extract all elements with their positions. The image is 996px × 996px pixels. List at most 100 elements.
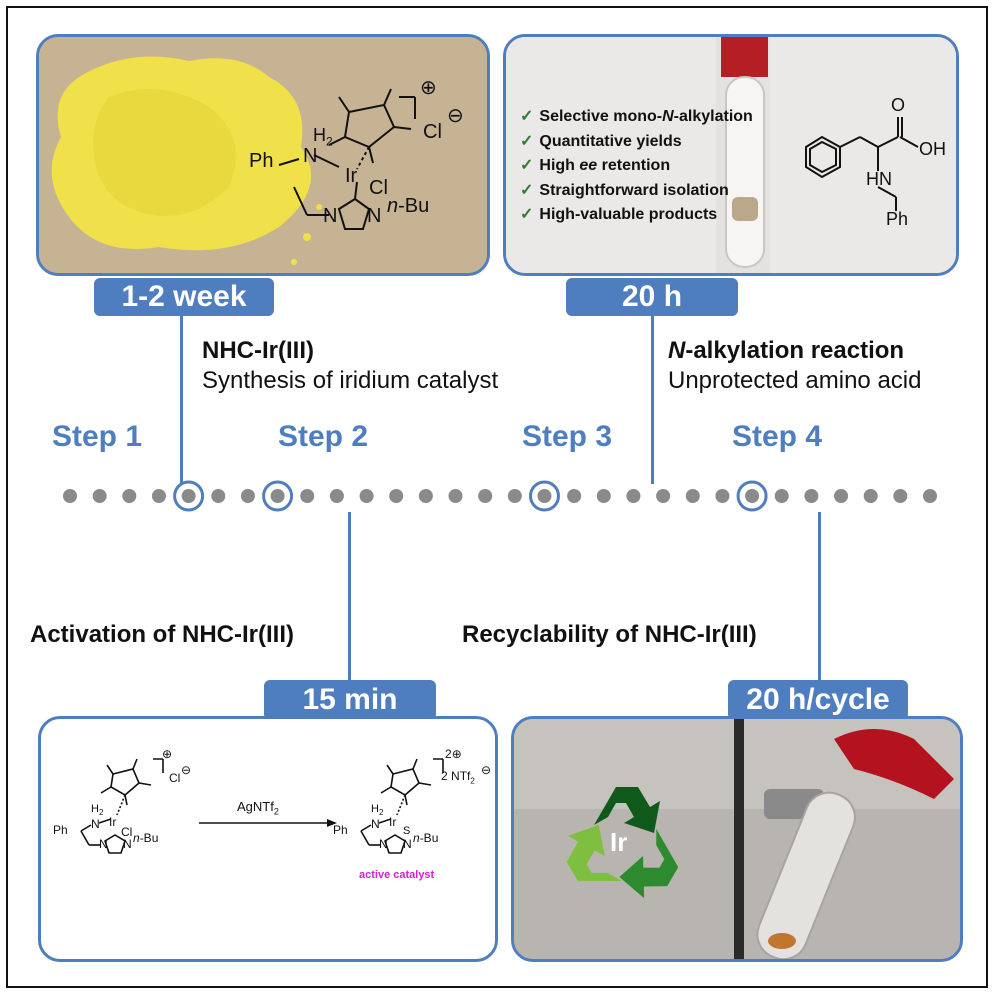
timeline-dot: [923, 489, 937, 503]
timeline-dot: [893, 489, 908, 503]
catalyst-photo: [39, 37, 487, 273]
timeline-dot: [478, 489, 493, 503]
iridium-label: Ir: [345, 165, 358, 187]
timeline-dot: [685, 489, 700, 503]
timeline-dot: [507, 489, 522, 503]
nbu-label: n-Bu: [387, 195, 430, 217]
activation-scheme: [80, 758, 444, 854]
ir-chloride-label: Cl: [369, 177, 388, 199]
timeline-dot: [92, 489, 107, 503]
amine-n-label: N: [303, 145, 318, 167]
step3-title: N-alkylation reaction: [668, 337, 905, 364]
right-ir: Ir: [389, 815, 397, 829]
benefit-item: ✓High ee retention: [520, 157, 671, 174]
connector-step3: [651, 316, 654, 484]
benefits-list: ✓Selective mono-N-alkylation ✓Quantitati…: [520, 105, 753, 228]
right-minus: ⊖: [481, 763, 492, 777]
left-n: N: [91, 817, 100, 831]
timeline-dot: [448, 489, 463, 503]
duration-badge-3: 15 min: [264, 680, 436, 720]
left-structure: [80, 758, 164, 854]
catalyst-photo-panel: ⊕ Cl ⊖ Ph N H2 Ir Cl N N n-Bu: [36, 34, 490, 276]
step-label-3: Step 3: [522, 420, 613, 453]
left-nbu: n-Bu: [133, 831, 159, 845]
timeline-dot: [240, 489, 255, 503]
connector-step4: [818, 512, 821, 682]
benefit-item: ✓Straightforward isolation: [520, 181, 729, 199]
left-ph: Ph: [53, 823, 68, 837]
nhc-n1-label: N: [323, 205, 338, 227]
left-minus: ⊖: [181, 763, 192, 777]
timeline-dot: [270, 489, 285, 503]
left-n2: N: [123, 837, 132, 851]
right-structure: [360, 758, 444, 854]
recycle-arrow: [619, 829, 679, 899]
timeline-dot: [300, 489, 315, 503]
timeline-dot: [63, 489, 77, 503]
recycle-arrow: [594, 787, 660, 833]
step1-title: NHC-Ir(III): [202, 337, 314, 364]
timeline-dot: [745, 489, 760, 503]
timeline-dot: [181, 489, 196, 503]
timeline-dot: [151, 489, 166, 503]
step3-annotation: N-alkylation reaction Unprotected amino …: [668, 336, 921, 396]
figure-frame: [6, 6, 988, 988]
connector-step1: [180, 316, 183, 484]
product-o-label: O: [891, 95, 906, 115]
recycle-icon: [566, 787, 679, 899]
left-plus: ⊕: [162, 747, 173, 761]
clamp-red: [834, 729, 954, 799]
left-ir: Ir: [109, 815, 117, 829]
timeline-dot: [389, 489, 404, 503]
yellow-powder-shade: [93, 89, 236, 217]
right-n1: N: [379, 837, 388, 851]
amine-h2-label: H2: [313, 125, 333, 149]
right-n2: N: [403, 837, 412, 851]
timeline-dot: [567, 489, 582, 503]
duration-badge-4: 20 h/cycle: [728, 680, 908, 720]
activation-scheme-panel: ⊕ Cl ⊖ Ph N H2 Ir Cl N N n-Bu AgNTf2 2⊕ …: [38, 716, 498, 962]
timeline-dot: [863, 489, 878, 503]
left-h2: H2: [91, 803, 104, 818]
timeline-dot: [596, 489, 611, 503]
active-catalyst-caption: active catalyst: [359, 869, 435, 881]
step-label-1: Step 1: [52, 420, 143, 453]
left-counter-cl: Cl: [169, 771, 181, 785]
connector-step2: [348, 512, 351, 682]
nhc-n2-label: N: [367, 205, 382, 227]
reagent-label: AgNTf2: [237, 799, 279, 817]
cation-charge: ⊕: [420, 77, 437, 99]
timeline-dot: [359, 489, 374, 503]
anion-charge: ⊖: [447, 105, 464, 127]
right-h2: H2: [371, 803, 384, 818]
catalyst-structure: [278, 88, 416, 230]
reaction-photo: [506, 37, 956, 273]
step1-annotation: NHC-Ir(III) Synthesis of iridium catalys…: [202, 336, 498, 396]
timeline-dot: [211, 489, 226, 503]
step4-title: Recyclability of NHC-Ir(III): [462, 621, 757, 648]
cap-red: [721, 37, 768, 77]
timeline-dot: [122, 489, 137, 503]
duration-badge-1: 1-2 week: [94, 278, 274, 316]
timeline-dot: [656, 489, 671, 503]
right-charge: 2⊕: [445, 747, 462, 761]
timeline-dot: [774, 489, 789, 503]
timeline: [63, 480, 937, 512]
step-label-2: Step 2: [278, 420, 369, 453]
benefit-item: ✓Selective mono-N-alkylation: [520, 108, 753, 125]
timeline-dot: [804, 489, 819, 503]
product-hn-label: HN: [866, 169, 892, 189]
timeline-dot: [329, 489, 344, 503]
right-ph: Ph: [333, 823, 348, 837]
step-label-4: Step 4: [732, 420, 823, 453]
benefit-item: ✓Quantitative yields: [520, 132, 682, 150]
benefit-item: ✓High-valuable products: [520, 206, 718, 223]
recycle-ir-label: Ir: [610, 827, 628, 857]
ph-label: Ph: [249, 150, 274, 172]
chloride-label: Cl: [423, 121, 442, 143]
right-nbu: n-Bu: [413, 831, 439, 845]
duration-badge-2: 20 h: [566, 278, 738, 316]
right-s: S: [403, 825, 411, 837]
left-n1: N: [99, 837, 108, 851]
product-oh-label: OH: [919, 139, 946, 159]
